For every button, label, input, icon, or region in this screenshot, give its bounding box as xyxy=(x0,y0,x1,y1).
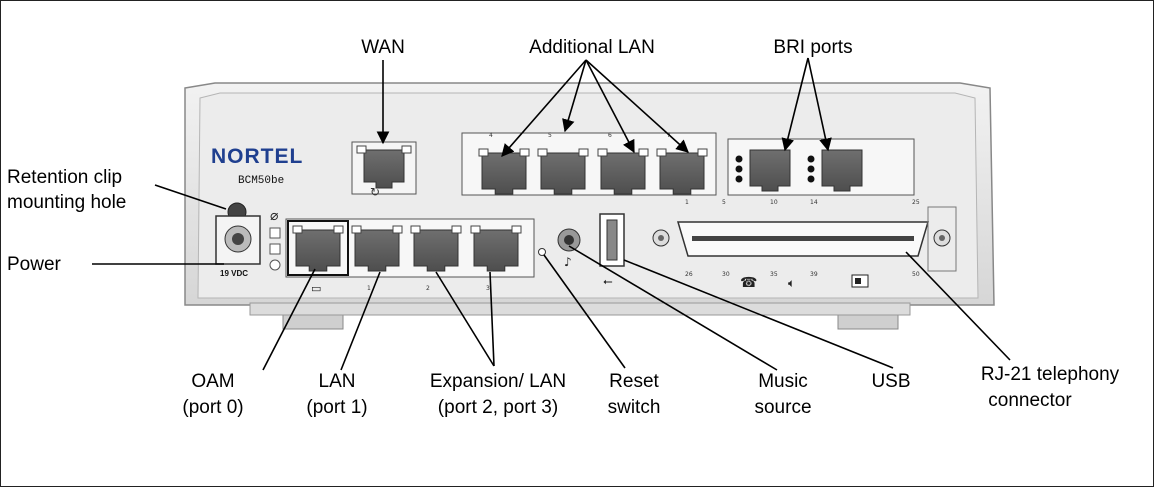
speaker-icon: 🔈︎ xyxy=(788,276,795,290)
power-rating: 19 VDC xyxy=(220,269,248,278)
additional-lan-port-1[interactable] xyxy=(478,148,530,195)
label-oam-line2: (port 0) xyxy=(182,397,243,418)
rj21-connector[interactable] xyxy=(652,206,957,272)
label-wan: WAN xyxy=(361,37,405,58)
label-expansion-line2: (port 2, port 3) xyxy=(438,397,558,418)
label-rj21-line2: connector xyxy=(988,390,1072,411)
expansion-lan-port-2[interactable] xyxy=(410,225,462,272)
oam-computer-icon: ▭ xyxy=(311,282,321,295)
music-source-jack[interactable] xyxy=(557,228,581,252)
label-retention-clip-line1: Retention clip xyxy=(7,167,122,188)
rj21-pin-label-top: 1 xyxy=(685,199,689,206)
music-note-icon: ♪ xyxy=(564,255,572,269)
label-oam-line1: OAM xyxy=(191,371,234,392)
rj21-pin-label-bottom: 39 xyxy=(810,271,818,278)
additional-lan-port-number: 4 xyxy=(489,132,493,139)
label-power: Power xyxy=(7,254,62,275)
additional-lan-port-4[interactable] xyxy=(656,148,708,195)
label-reset-line2: switch xyxy=(608,397,661,418)
label-rj21-line1: RJ-21 telephony xyxy=(981,364,1120,385)
rj21-pin-label-top: 25 xyxy=(912,199,920,206)
label-music-line1: Music xyxy=(758,371,808,392)
bri-port-2[interactable] xyxy=(821,149,863,192)
rj21-pin-label-bottom: 26 xyxy=(685,271,693,278)
label-additional-lan: Additional LAN xyxy=(529,37,655,58)
callout-labels: WAN Additional LAN BRI ports Retention c… xyxy=(7,37,1120,418)
lan-port-number: 3 xyxy=(486,285,490,292)
oam-port[interactable] xyxy=(292,225,344,272)
label-retention-clip-line2: mounting hole xyxy=(7,192,126,213)
reset-switch[interactable] xyxy=(538,248,546,256)
rj21-pin-label-top: 14 xyxy=(810,199,818,206)
additional-lan-port-3[interactable] xyxy=(597,148,649,195)
left-foot xyxy=(282,314,344,330)
chassis xyxy=(184,82,995,330)
rj21-pin-label-bottom: 50 xyxy=(912,271,920,278)
rj21-pin-label-top: 5 xyxy=(722,199,726,206)
rj21-icons: ☎ 🔈︎ xyxy=(740,274,869,291)
power-connector[interactable] xyxy=(215,215,261,265)
model-name: BCM50be xyxy=(238,175,284,187)
callout-lines xyxy=(92,57,1011,371)
label-bri-ports: BRI ports xyxy=(773,37,852,58)
additional-lan-port-number: 5 xyxy=(548,132,552,139)
label-reset-line1: Reset xyxy=(609,371,659,392)
power-symbol-icon: ⌀ xyxy=(270,208,279,224)
wan-port[interactable] xyxy=(351,141,417,195)
usb-port[interactable] xyxy=(599,213,625,267)
usb-icon: ⭠ xyxy=(603,274,613,288)
label-expansion-line1: Expansion/ LAN xyxy=(430,371,566,392)
rj21-pin-label-bottom: 30 xyxy=(722,271,730,278)
lan-port-number: 1 xyxy=(367,285,371,292)
wan-reset-icon: ↻ xyxy=(370,185,380,199)
right-foot xyxy=(837,314,899,330)
rj21-pin-label-top: 10 xyxy=(770,199,778,206)
lan-port-number: 2 xyxy=(426,285,430,292)
telephone-icon: ☎ xyxy=(740,275,757,291)
lan-port-1[interactable] xyxy=(351,225,403,272)
label-lan-line2: (port 1) xyxy=(306,397,367,418)
label-lan-line1: LAN xyxy=(319,371,356,392)
pager-icon xyxy=(855,278,861,284)
rj21-pin-label-bottom: 35 xyxy=(770,271,778,278)
additional-lan-port-2[interactable] xyxy=(537,148,589,195)
label-music-line2: source xyxy=(754,397,811,418)
nortel-logo: NORTEL xyxy=(211,145,303,168)
bri-port-1[interactable] xyxy=(749,149,791,192)
label-usb: USB xyxy=(871,371,910,392)
expansion-lan-port-3[interactable] xyxy=(470,225,522,272)
additional-lan-port-number: 6 xyxy=(608,132,612,139)
